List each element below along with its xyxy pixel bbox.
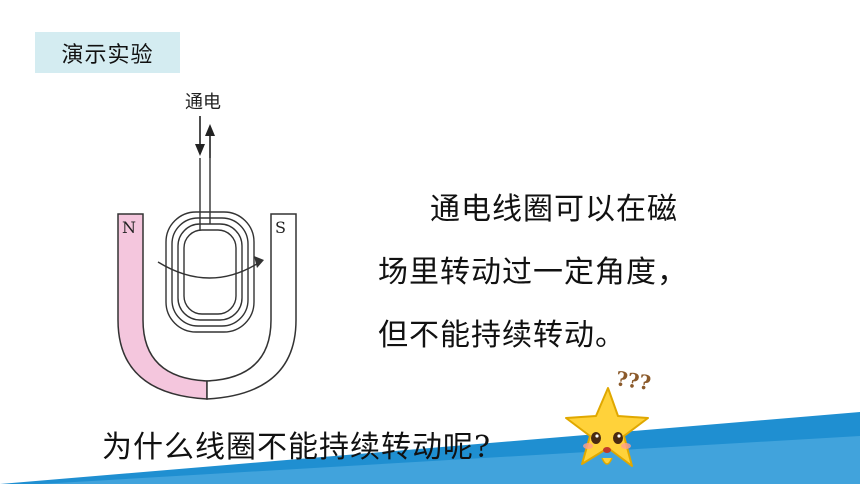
question-marks: ??? [614,366,652,395]
question-text: 为什么线圈不能持续转动呢? [102,430,492,465]
rotation-arrow [157,261,261,279]
section-tag: 演示实验 [35,32,180,73]
paragraph-line-3: 但不能持续转动。 [378,318,626,353]
explanation-paragraph: 通电线圈可以在磁 场里转动过一定角度， 但不能持续转动。 [378,178,738,367]
paragraph-line-1: 通电线圈可以在磁 [430,192,678,227]
magnet-north-pole [117,213,208,400]
magnet-south-pole [206,213,297,400]
pole-s-label: S [275,218,286,237]
confused-star-character: ??? [565,366,653,467]
paragraph-line-2: 场里转动过一定角度， [378,255,688,290]
current-label: 通电 [185,92,221,113]
coil [165,158,255,333]
pole-n-label: N [122,218,136,237]
coil-magnet-diagram: 通电 N S [117,92,297,400]
